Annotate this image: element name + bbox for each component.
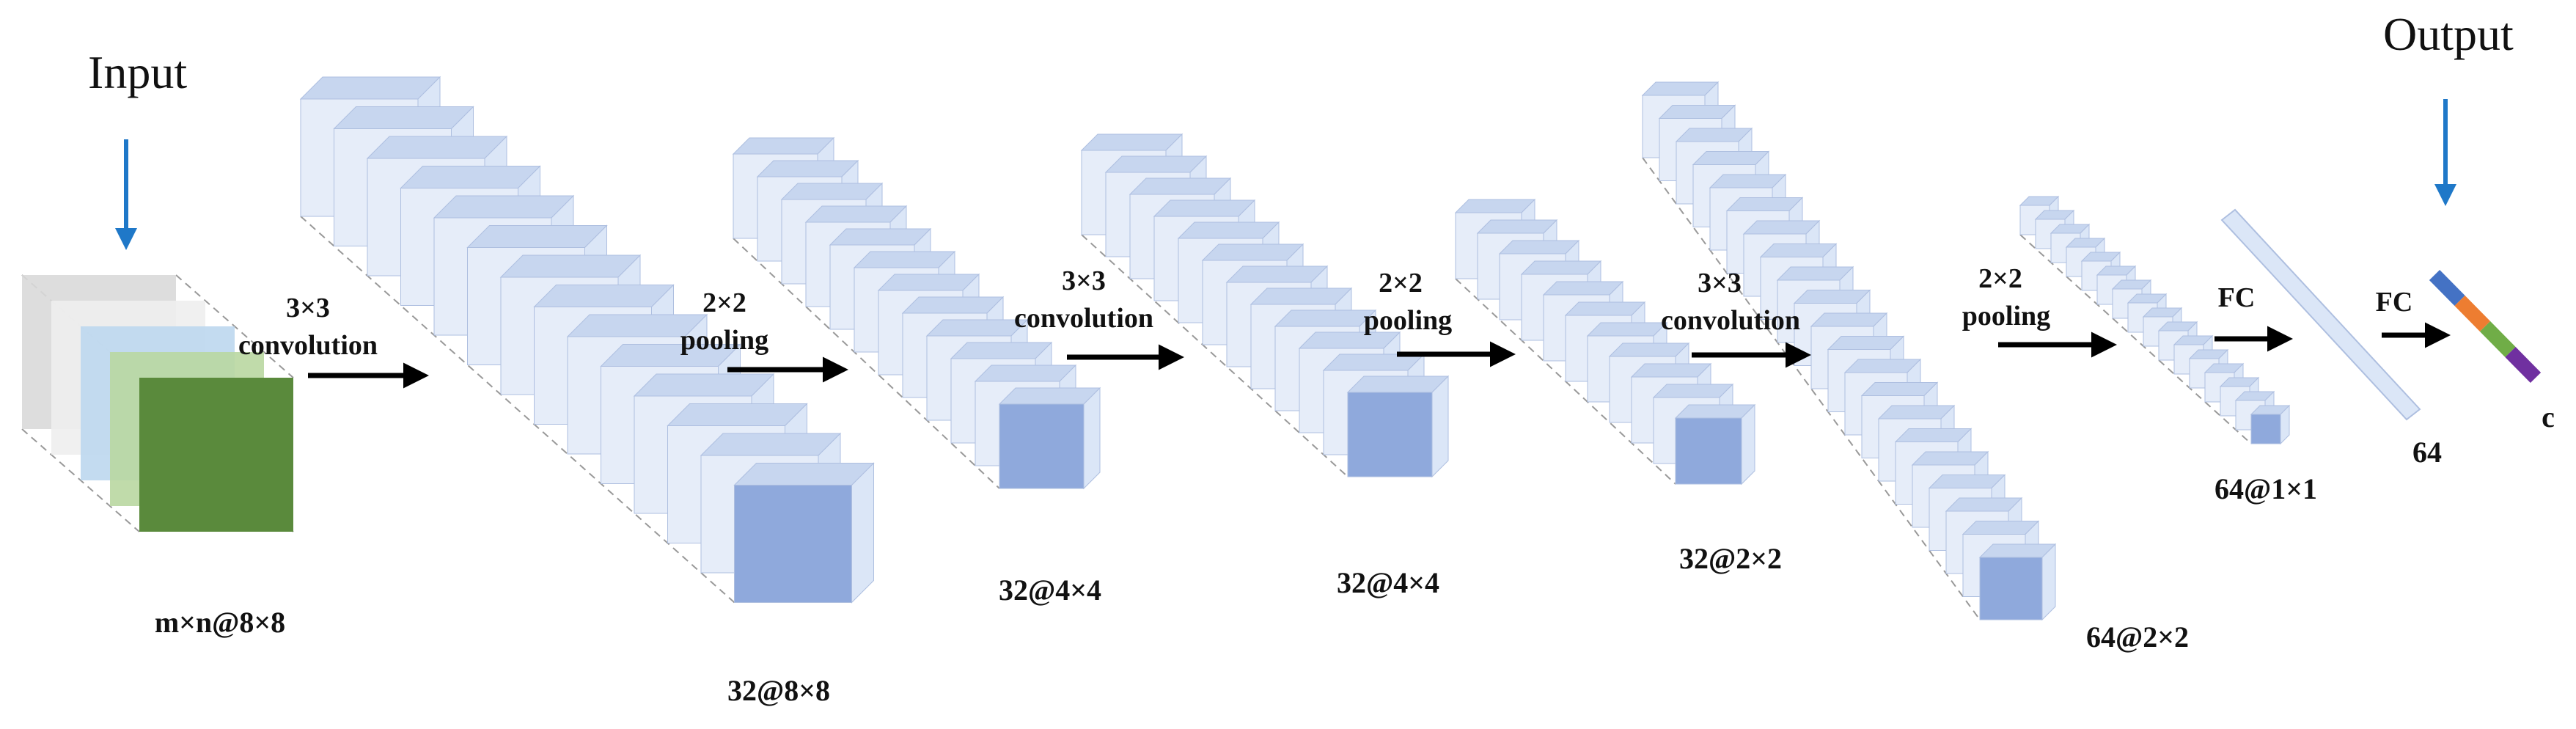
op2-pool-label: 2×2 pooling [680, 287, 768, 356]
op8-fc-label: FC [2376, 287, 2413, 318]
pool3-stack [2019, 195, 2291, 445]
input-stack [21, 274, 294, 532]
op2-kernel: 2×2 [702, 287, 746, 318]
stack-guide-line [2019, 234, 2252, 444]
op1-type: convolution [238, 330, 378, 361]
output-vector [2429, 269, 2542, 384]
input-label: Input [88, 46, 187, 98]
pool2-stack [1454, 198, 1756, 486]
fc-bar-shape [2220, 208, 2421, 421]
input-channel [139, 378, 293, 532]
op4-pool-label: 2×2 pooling [1364, 268, 1452, 336]
fc1-dims-label: 64 [2412, 436, 2442, 469]
op7-fc-label: FC [2218, 282, 2256, 313]
op1-kernel: 3×3 [286, 293, 330, 323]
output-class-segment [2429, 269, 2465, 307]
stack-guide-line [733, 238, 1000, 489]
pool3-dims-label: 64@1×1 [2214, 472, 2317, 505]
output-dims-label: c [2542, 400, 2555, 433]
output-label: Output [2383, 8, 2514, 60]
input-dims-label: m×n@8×8 [155, 606, 285, 639]
op5-conv-label: 3×3 convolution [1661, 268, 1800, 336]
output-class-segment [2479, 320, 2516, 358]
pool2-dims-label: 32@2×2 [1679, 542, 1782, 575]
feature-map-front [998, 387, 1101, 490]
conv2-stack [1080, 133, 1450, 478]
op3-kernel: 3×3 [1062, 265, 1106, 296]
feature-map-front [1346, 375, 1450, 478]
conv1-dims-label: 32@8×8 [727, 674, 830, 707]
op5-type: convolution [1661, 305, 1800, 336]
stack-guide-line [300, 216, 735, 604]
conv3-dims-label: 64@2×2 [2086, 620, 2189, 653]
feature-map-front [2250, 404, 2291, 445]
op6-type: pooling [1962, 301, 2050, 331]
op4-kernel: 2×2 [1379, 268, 1423, 298]
pool1-stack [732, 136, 1101, 490]
feature-map-front [733, 462, 875, 604]
fc-layer-bar [2220, 208, 2421, 421]
op3-conv-label: 3×3 convolution [1014, 265, 1153, 334]
stack-guide-line [1081, 234, 1348, 477]
output-class-segment [2454, 295, 2491, 332]
output-class-segment [2505, 346, 2542, 384]
op3-type: convolution [1014, 303, 1153, 334]
op4-type: pooling [1364, 305, 1452, 336]
conv3-stack [1641, 81, 2057, 621]
op6-kernel: 2×2 [1978, 263, 2022, 294]
feature-map-front [1674, 403, 1756, 486]
op6-pool-label: 2×2 pooling [1962, 263, 2050, 331]
op2-type: pooling [680, 325, 768, 356]
feature-map-front [1978, 543, 2057, 621]
stack-guide-line [1642, 157, 1981, 620]
conv1-stack [299, 76, 875, 604]
op1-conv-label: 3×3 convolution [238, 293, 378, 361]
op5-kernel: 3×3 [1698, 268, 1742, 298]
pool1-dims-label: 32@4×4 [999, 574, 1101, 607]
conv2-dims-label: 32@4×4 [1337, 566, 1439, 599]
